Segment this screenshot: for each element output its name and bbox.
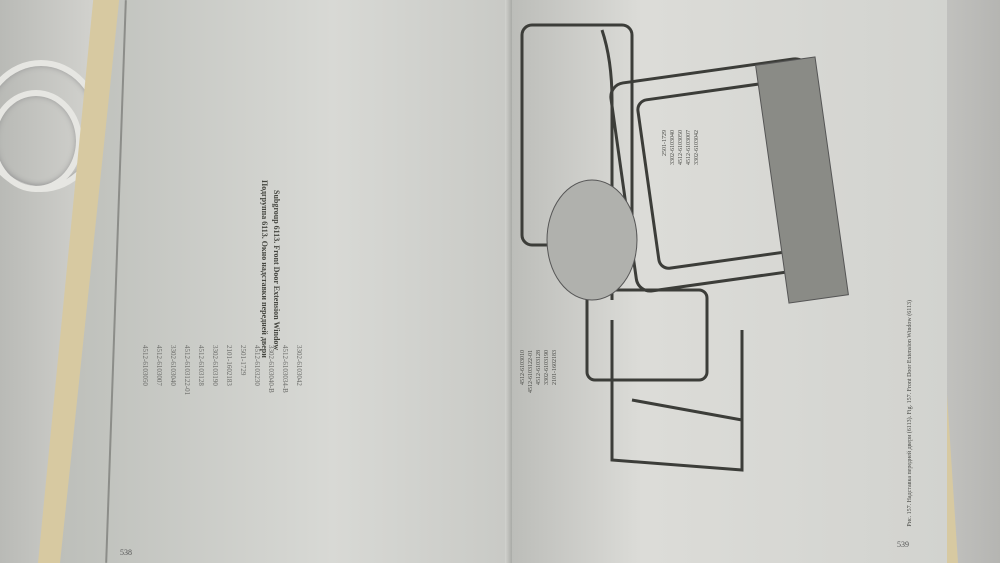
callout-label: 2501-1729 [662,130,668,156]
part-number: 4512-6103230 [253,345,261,386]
part-number: 4512-6103034-B [281,345,289,393]
part-number: 4512-6103050 [141,345,149,386]
part-number: 4512-6103007 [155,345,163,386]
callout-label: 3302-6103042 [694,130,700,165]
part-number: 4512-6103128 [197,345,205,386]
left-page: Подгруппа 6113. Окно надставки передней … [60,0,515,563]
callout-label: 4512-6103007 [686,130,692,165]
callout-label: 2101-1602183 [552,350,558,385]
callout-label: 4512-6103050 [678,130,684,165]
section-heading-ru: Подгруппа 6113. Окно надставки передней … [260,180,269,358]
figure-caption: Рис. 157. Надставка передней двери (6113… [907,300,913,527]
vehicle-sketch [546,179,638,301]
part-number: 4512-6103122-01 [183,345,191,396]
part-number: 3302-6103190 [211,345,219,386]
part-number: 3302-6103040-B [267,345,275,393]
part-number: 2101-1602183 [225,345,233,386]
part-number: 3302-6103042 [295,345,303,386]
callout-label: 3302-6103040 [670,130,676,165]
page-number-left: 538 [120,548,132,557]
door-panel [755,56,849,304]
callout-label: 4512-6103128 [536,350,542,385]
bowl [0,90,82,192]
page-number-right: 539 [897,540,909,549]
section-heading-en: Subgroup 6113. Front Door Extension Wind… [272,190,281,351]
part-number: 2501-1729 [239,345,247,376]
callout-label: 3302-6103190 [544,350,550,385]
lower-frame [610,320,744,472]
callout-label: 4512-6103122-01 [528,350,534,393]
part-number: 3302-6103040 [169,345,177,386]
callout-label: 4512-6103010 [520,350,526,385]
vent-glass [585,288,709,382]
door-exploded-diagram [520,23,849,472]
